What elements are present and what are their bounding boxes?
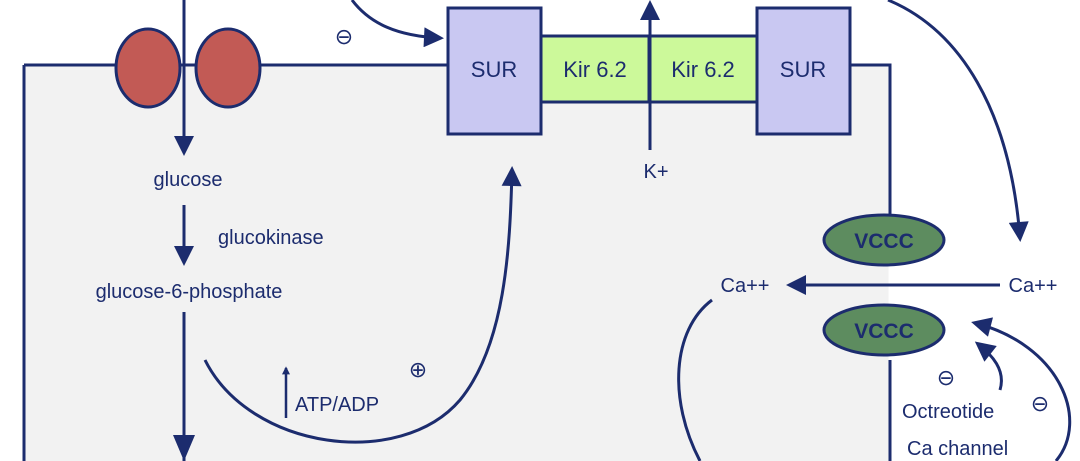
ca-channel-inhibition-sign: ⊖ xyxy=(1031,391,1049,416)
vccc-bottom-label: VCCC xyxy=(854,320,914,343)
ca-channel-label: Ca channel xyxy=(907,438,1008,460)
atp-stimulation-sign: ⊕ xyxy=(409,357,427,382)
vccc-top-channel xyxy=(822,213,946,267)
octreotide-inhibition-arrow xyxy=(974,341,1003,391)
sur-left-box xyxy=(446,6,543,136)
glucose-6-phosphate-label: glucose-6-phosphate xyxy=(96,281,283,303)
potassium-label: K+ xyxy=(643,161,668,183)
octreotide-inhibition-sign: ⊖ xyxy=(937,365,955,390)
sur-inhibition-sign: ⊖ xyxy=(335,24,353,49)
kir-left-label: Kir 6.2 xyxy=(563,57,627,82)
depolarization-arrow xyxy=(887,0,1029,242)
sur-right-box xyxy=(755,6,852,136)
atp-adp-label: ATP/ADP xyxy=(295,394,379,416)
vccc-bottom-channel xyxy=(822,303,946,357)
glucose-label: glucose xyxy=(154,169,223,191)
glucose-transporter-right xyxy=(194,27,262,109)
calcium-outside-label: Ca++ xyxy=(1009,275,1058,297)
sur-inhibition-arrow xyxy=(350,0,444,48)
kir-right-label: Kir 6.2 xyxy=(671,57,735,82)
glucokinase-label: glucokinase xyxy=(218,227,324,249)
ca-channel-blocker-arrow xyxy=(971,317,1072,461)
octreotide-label: Octreotide xyxy=(902,401,994,423)
sur-left-label: SUR xyxy=(471,57,517,82)
metabolism-arrowhead xyxy=(173,435,195,461)
glucose-transporter-left xyxy=(114,27,182,109)
sur-right-label: SUR xyxy=(780,57,826,82)
calcium-downstream-arrow xyxy=(677,298,713,461)
atp-adp-arrow xyxy=(203,166,522,444)
calcium-inside-label: Ca++ xyxy=(721,275,770,297)
vccc-top-label: VCCC xyxy=(854,230,914,253)
